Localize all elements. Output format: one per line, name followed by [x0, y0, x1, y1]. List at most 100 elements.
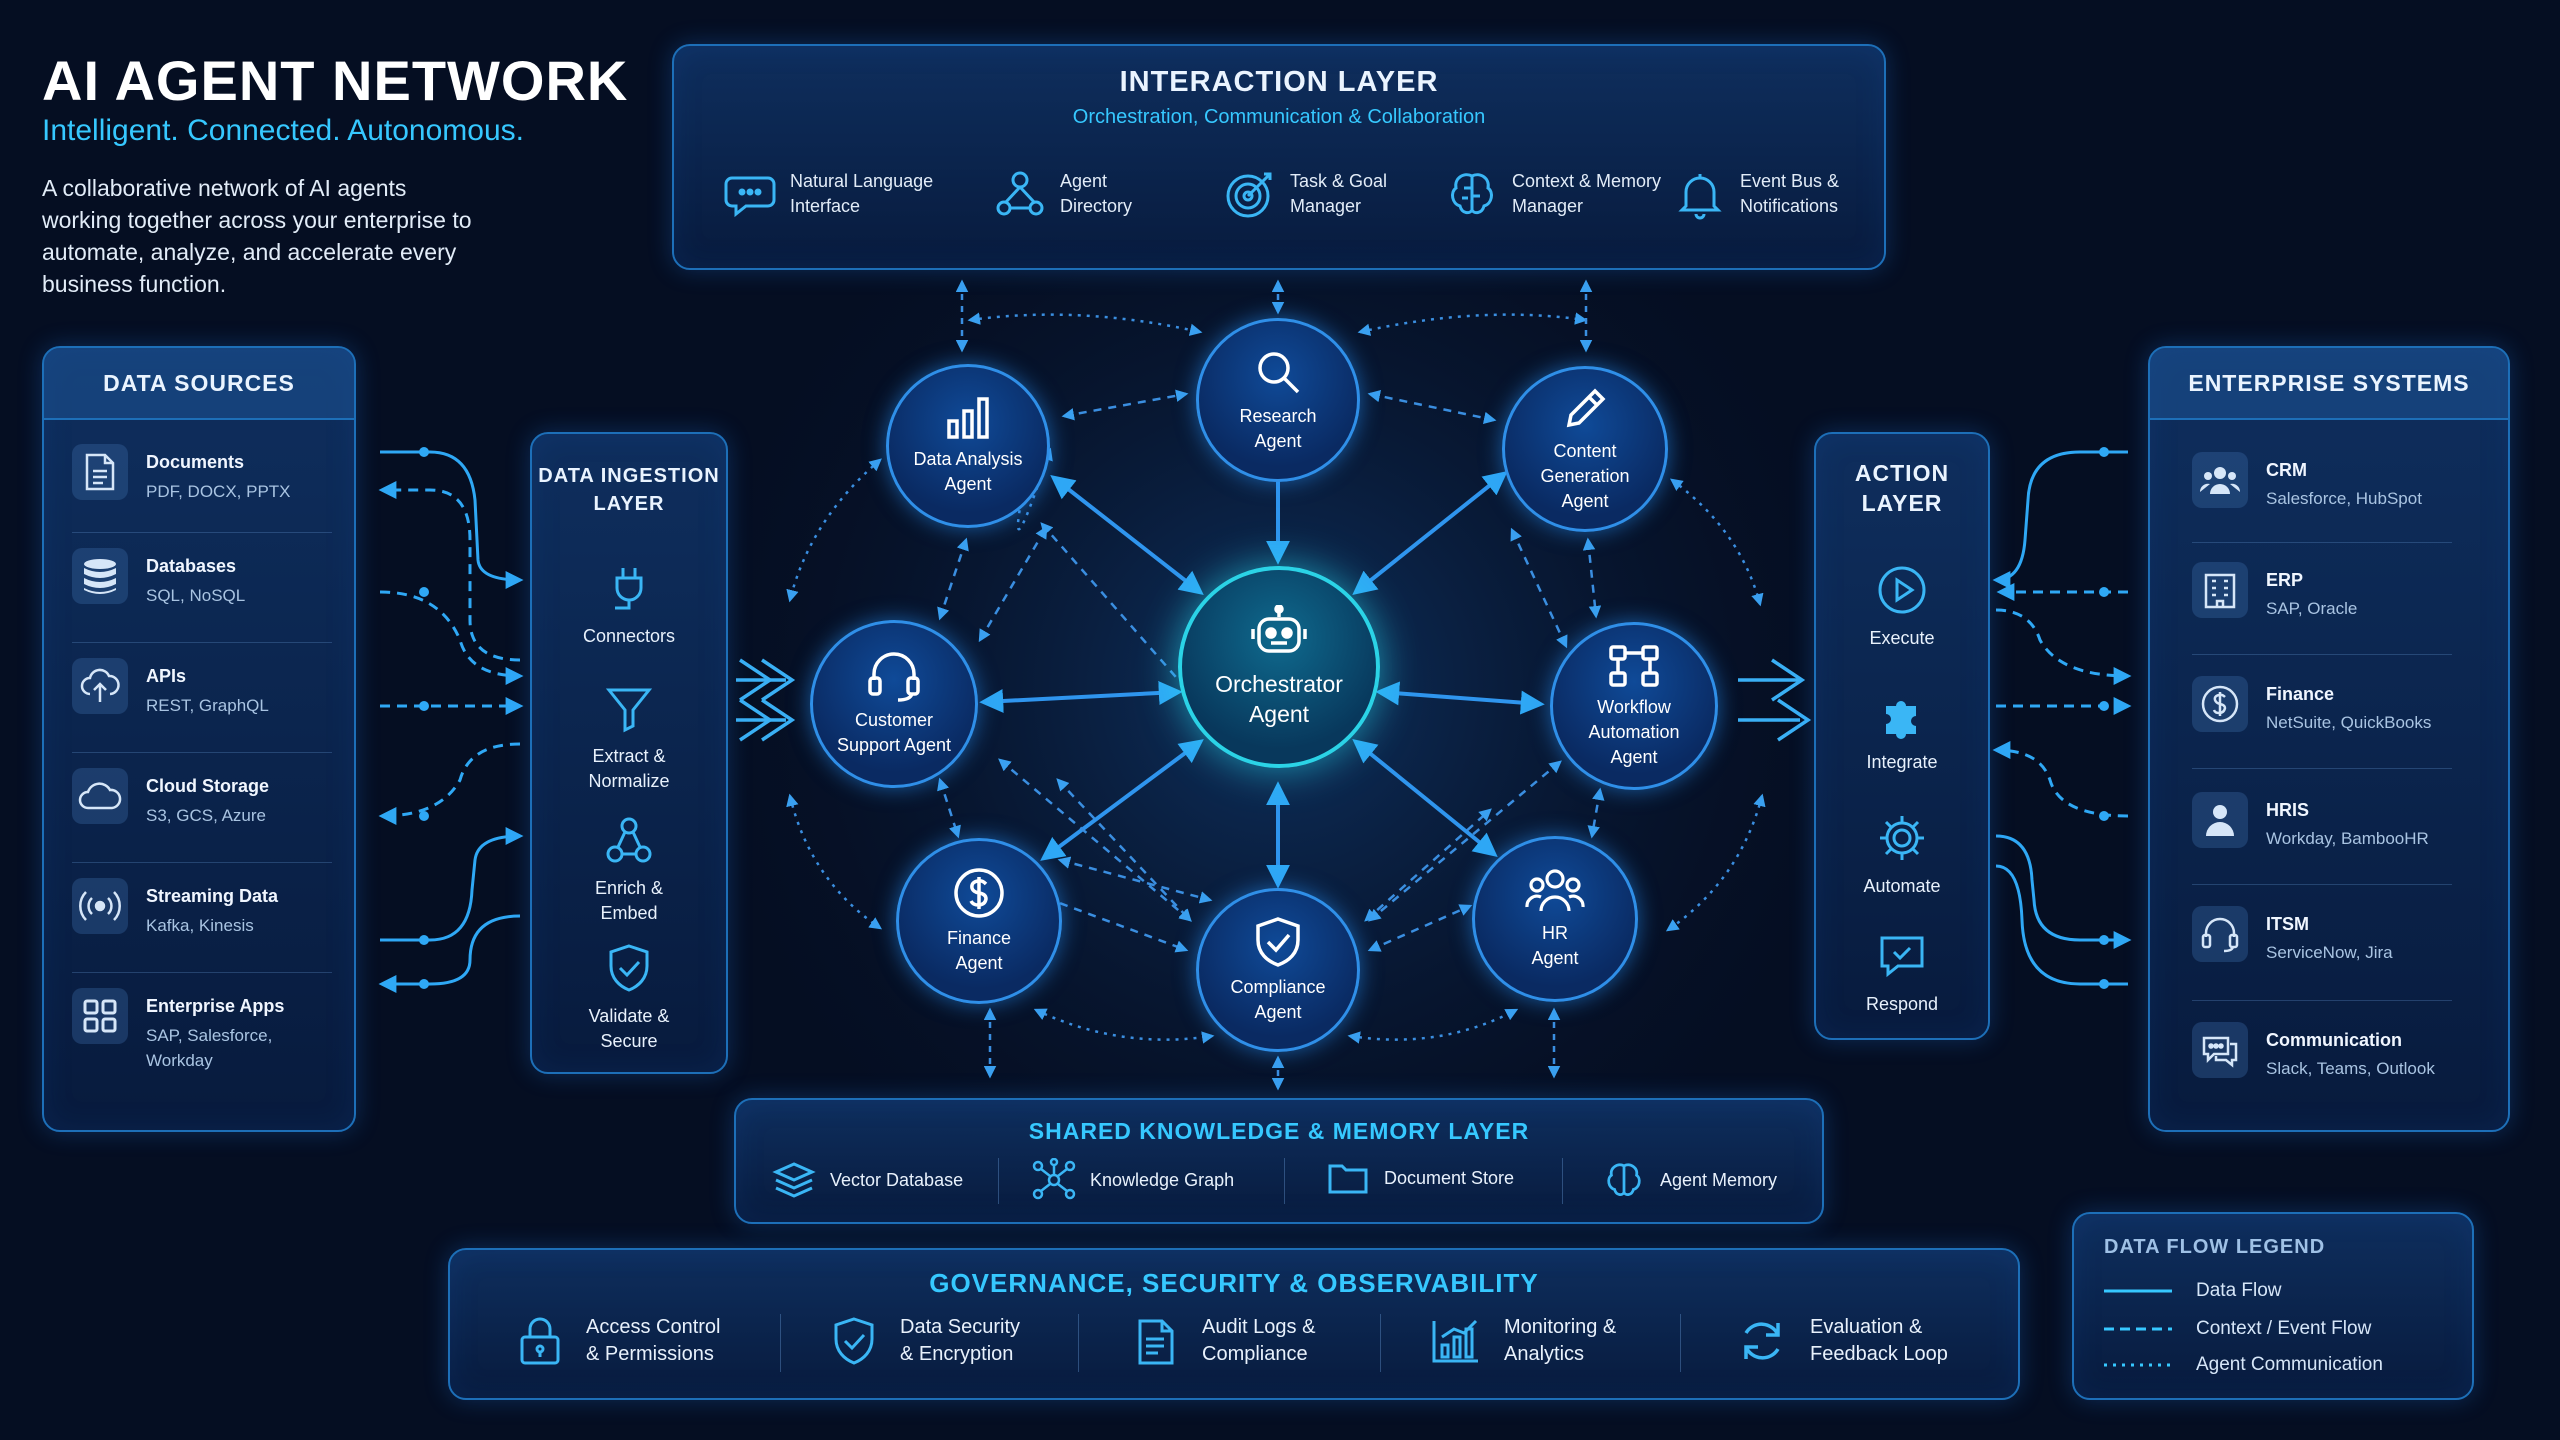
nodes-icon — [603, 814, 655, 866]
enterprise-system-crm[interactable]: CRM Salesforce, HubSpot — [2192, 452, 2492, 509]
puzzle-icon — [1876, 688, 1928, 740]
interaction-item-event-bus[interactable]: Event Bus & Notifications — [1672, 166, 1900, 222]
action-layer-panel: ACTION LAYER Execute Integrate Automate … — [1814, 432, 1990, 1040]
ingestion-item-label: Enrich & Embed — [594, 878, 664, 923]
headset-icon — [2200, 915, 2240, 953]
shield-check-icon — [830, 1315, 878, 1367]
pencil-icon — [1561, 385, 1609, 433]
interaction-layer-title: INTERACTION LAYER — [1119, 66, 1439, 98]
legend-item-label: Agent Communication — [2196, 1354, 2383, 1375]
database-icon — [82, 557, 118, 595]
agent-label: Data Analysis Agent — [913, 449, 1023, 494]
action-item-execute[interactable]: Execute — [1816, 564, 1988, 651]
ingestion-item-extract[interactable]: Extract & Normalize — [532, 682, 726, 794]
agent-customer-support[interactable]: Customer Support Agent — [810, 620, 978, 788]
legend-dotted-line — [2104, 1363, 2172, 1367]
enterprise-system-name: CRM — [2266, 460, 2307, 480]
folder-icon — [1326, 1158, 1370, 1198]
ingestion-item-enrich[interactable]: Enrich & Embed — [532, 814, 726, 926]
interaction-item-label: Task & Goal Manager — [1290, 171, 1388, 216]
knowledge-item-document-store[interactable]: Document Store — [1326, 1158, 1514, 1198]
agent-label: Finance Agent — [946, 928, 1012, 973]
ingestion-item-label: Validate & Secure — [588, 1006, 670, 1051]
legend-item-agent-communication: Agent Communication — [2104, 1354, 2383, 1376]
governance-item-data-security[interactable]: Data Security & Encryption — [830, 1314, 1020, 1368]
building-icon — [2202, 571, 2238, 609]
people-network-icon — [992, 166, 1048, 222]
users-icon — [2200, 464, 2240, 496]
action-item-respond[interactable]: Respond — [1816, 930, 1988, 1017]
interaction-item-agent-directory[interactable]: Agent Directory — [992, 166, 1220, 222]
brain-icon — [1602, 1158, 1646, 1202]
shield-check-icon — [1252, 915, 1304, 969]
data-source-name: Streaming Data — [146, 886, 279, 906]
agent-content-generation[interactable]: Content Generation Agent — [1502, 366, 1668, 532]
agent-finance[interactable]: Finance Agent — [896, 838, 1062, 1004]
interaction-item-context-memory[interactable]: Context & Memory Manager — [1444, 166, 1672, 222]
enterprise-systems-header: ENTERPRISE SYSTEMS — [2150, 348, 2508, 420]
enterprise-systems-title: ENTERPRISE SYSTEMS — [2188, 370, 2470, 396]
dollar-icon — [2200, 684, 2240, 724]
knowledge-item-vector-db[interactable]: Vector Database — [772, 1158, 963, 1202]
ingestion-layer-title: DATA INGESTION LAYER — [538, 465, 720, 515]
knowledge-item-agent-memory[interactable]: Agent Memory — [1602, 1158, 1777, 1202]
workflow-icon — [1607, 643, 1661, 689]
agent-label: Customer Support Agent — [836, 710, 952, 755]
agent-orchestrator[interactable]: Orchestrator Agent — [1178, 566, 1380, 768]
agent-compliance[interactable]: Compliance Agent — [1196, 888, 1360, 1052]
action-item-label: Integrate — [1866, 752, 1938, 772]
legend-item-context-flow: Context / Event Flow — [2104, 1318, 2371, 1340]
enterprise-system-desc: Salesforce, HubSpot — [2266, 489, 2422, 508]
interaction-item-task-goal[interactable]: Task & Goal Manager — [1222, 166, 1450, 222]
governance-item-audit-logs[interactable]: Audit Logs & Compliance — [1132, 1314, 1315, 1368]
grid-icon — [82, 998, 118, 1034]
knowledge-layer-panel: SHARED KNOWLEDGE & MEMORY LAYER Vector D… — [734, 1098, 1824, 1224]
ingestion-item-label: Extract & Normalize — [588, 746, 670, 791]
ingestion-item-connectors[interactable]: Connectors — [532, 562, 726, 649]
knowledge-item-label: Vector Database — [830, 1169, 964, 1190]
enterprise-system-name: Finance — [2266, 684, 2335, 704]
agent-workflow-automation[interactable]: Workflow Automation Agent — [1550, 622, 1718, 790]
governance-item-label: Access Control & Permissions — [586, 1316, 721, 1365]
ingestion-item-validate[interactable]: Validate & Secure — [532, 942, 726, 1054]
message-icon — [1876, 930, 1928, 982]
agent-label: Orchestrator Agent — [1215, 671, 1343, 727]
agent-label: Workflow Automation Agent — [1588, 696, 1680, 767]
governance-item-access-control[interactable]: Access Control & Permissions — [516, 1314, 721, 1368]
ingestion-item-label: Connectors — [582, 626, 676, 646]
action-item-integrate[interactable]: Integrate — [1816, 688, 1988, 775]
agent-hr[interactable]: HR Agent — [1472, 836, 1638, 1002]
interaction-layer-subtitle: Orchestration, Communication & Collabora… — [1072, 106, 1486, 128]
action-layer-title: ACTION LAYER — [1854, 460, 1950, 516]
agent-label: Content Generation Agent — [1540, 440, 1630, 511]
knowledge-item-graph[interactable]: Knowledge Graph — [1032, 1158, 1234, 1202]
headset-icon — [866, 650, 922, 702]
interaction-item-natural-language[interactable]: Natural Language Interface — [722, 166, 950, 222]
enterprise-system-desc: SAP, Oracle — [2266, 599, 2358, 618]
legend-panel: DATA FLOW LEGEND Data Flow Context / Eve… — [2072, 1212, 2474, 1400]
funnel-icon — [603, 682, 655, 734]
data-source-name: APIs — [146, 666, 187, 686]
governance-item-monitoring[interactable]: Monitoring & Analytics — [1430, 1314, 1616, 1368]
interaction-item-label: Context & Memory Manager — [1512, 171, 1662, 216]
governance-item-evaluation[interactable]: Evaluation & Feedback Loop — [1736, 1314, 1948, 1368]
action-item-automate[interactable]: Automate — [1816, 812, 1988, 899]
agent-data-analysis[interactable]: Data Analysis Agent — [886, 364, 1050, 528]
enterprise-system-desc: NetSuite, QuickBooks — [2266, 713, 2432, 732]
brain-icon — [1444, 166, 1500, 222]
agent-research[interactable]: Research Agent — [1196, 318, 1360, 482]
legend-solid-line — [2104, 1289, 2172, 1293]
cloud-icon — [78, 780, 122, 812]
